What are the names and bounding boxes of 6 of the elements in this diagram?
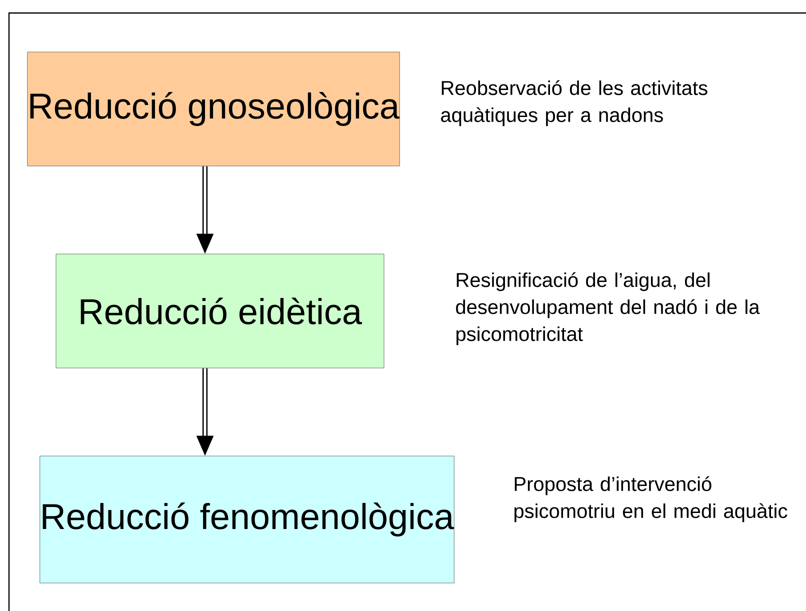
process-box: Reducció gnoseològica	[27, 52, 400, 166]
process-box: Reducció eidètica	[56, 254, 384, 368]
description-text: Reobservació de les activitats aquàtiques per a nadons	[441, 80, 708, 126]
description-text: Proposta d’intervenció psicomotriu en el medi aquàtic	[514, 476, 788, 522]
description-text: Resignificació de l’aigua, del desenvolupament del nadó i de la psicomotricitat	[456, 272, 760, 346]
process-box: Reducció fenomenològica	[40, 456, 454, 584]
